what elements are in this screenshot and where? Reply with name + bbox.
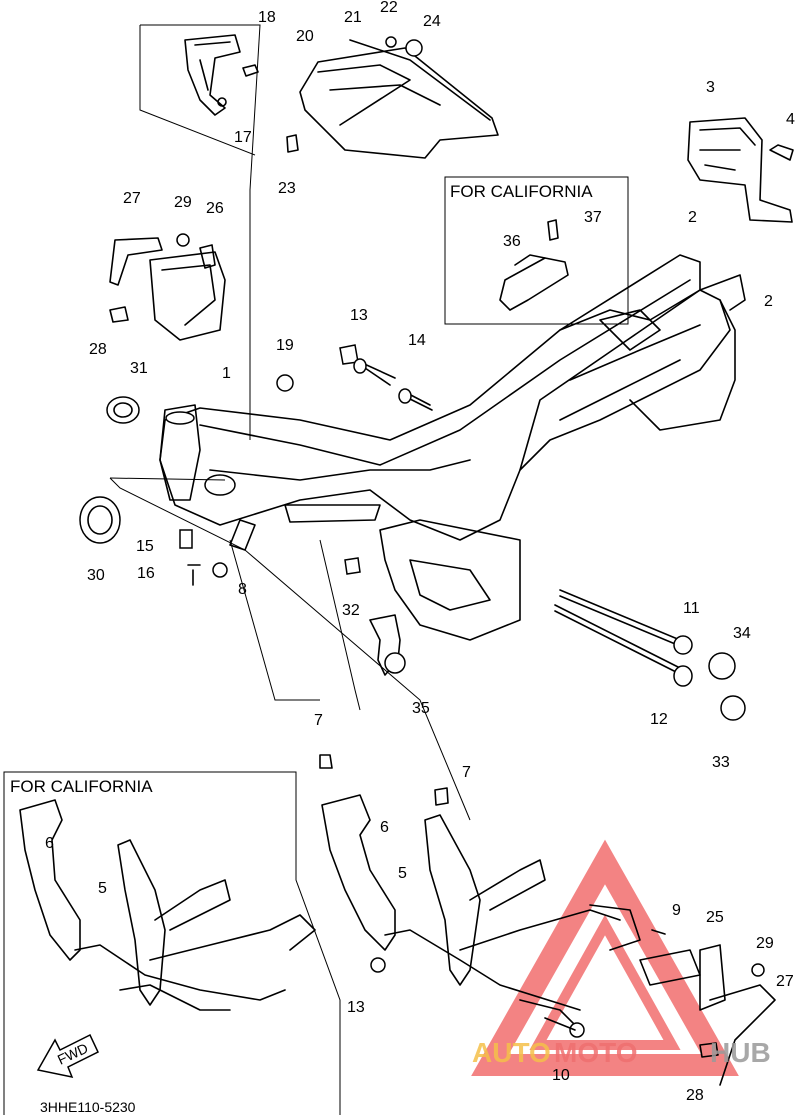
callout-number: 2 [764,293,773,310]
california-subframe-inset: FOR CALIFORNIA [3,771,341,1115]
watermark-hub: HUB [710,1037,771,1068]
fwd-arrow-icon: FWD [36,1033,99,1079]
callout-number: 5 [398,865,407,882]
callout-number: 18 [258,9,276,26]
callout-number: 10 [552,1067,570,1084]
callout-labels: 1223455667789101112131415161718192021222… [45,0,795,1104]
callout-number: 24 [423,13,441,30]
callout-number: 37 [584,209,602,226]
callout-number: 34 [733,625,751,642]
rear-subframe-assembly [319,754,776,1086]
callout-number: 32 [342,602,360,619]
long-mount-bolts [554,589,746,721]
rear-bracket-part [687,117,794,223]
callout-number: 35 [412,700,430,717]
callout-number: 25 [706,909,724,926]
watermark-text: AUTO MOTO HUB [472,1037,771,1068]
battery-box-part [109,233,226,341]
callout-number: 12 [650,711,668,728]
callout-number: 15 [136,538,154,555]
callout-number: 11 [683,600,700,617]
callout-number: 29 [174,194,192,211]
callout-number: 31 [130,360,148,377]
california-inset-title: FOR CALIFORNIA [10,777,153,796]
callout-number: 27 [123,190,141,207]
engine-mount-bolts [276,344,433,411]
callout-number: 22 [380,0,398,16]
callout-number: 17 [234,129,252,146]
small-fastener-parts [179,529,406,676]
callout-number: 28 [686,1087,704,1104]
callout-number: 26 [206,200,224,217]
callout-number: 1 [222,365,231,382]
callout-number: 19 [276,337,294,354]
leader-frame-1 [140,24,261,440]
main-frame-part [159,254,746,641]
callout-number: 2 [688,209,697,226]
callout-number: 21 [344,9,362,26]
seat-rail-cover-part [286,36,499,159]
callout-number: 13 [350,307,368,324]
drawing-code: 3HHE110-5230 [40,1099,136,1115]
leader-line-a [109,477,226,481]
watermark-auto: AUTO [472,1037,551,1068]
watermark-logo-icon [471,839,739,1076]
grommet-parts [79,396,140,544]
callout-number: 9 [672,902,681,919]
callout-number: 3 [706,79,715,96]
callout-number: 14 [408,332,426,349]
upper-bracket-part [184,34,259,116]
callout-number: 28 [89,341,107,358]
callout-number: 23 [278,180,296,197]
callout-number: 30 [87,567,105,584]
leader-line-d [229,539,320,701]
callout-number: 29 [756,935,774,952]
callout-number: 13 [347,999,365,1016]
callout-number: 4 [786,111,795,128]
callout-number: 6 [45,835,54,852]
california-inset-box: FOR CALIFORNIA [444,176,629,325]
callout-number: 7 [314,712,323,729]
leader-line-c [319,539,361,711]
callout-number: 16 [137,565,155,582]
callout-number: 33 [712,754,730,771]
leader-line-b [109,477,471,821]
watermark-moto: MOTO [554,1037,637,1068]
callout-number: 20 [296,28,314,45]
callout-number: 8 [238,581,247,598]
callout-number: 36 [503,233,521,250]
leader-frame-2 [139,25,256,156]
callout-number: 27 [776,973,794,990]
callout-number: 5 [98,880,107,897]
california-box-title: FOR CALIFORNIA [450,182,593,201]
callout-number: 6 [380,819,389,836]
callout-number: 7 [462,764,471,781]
